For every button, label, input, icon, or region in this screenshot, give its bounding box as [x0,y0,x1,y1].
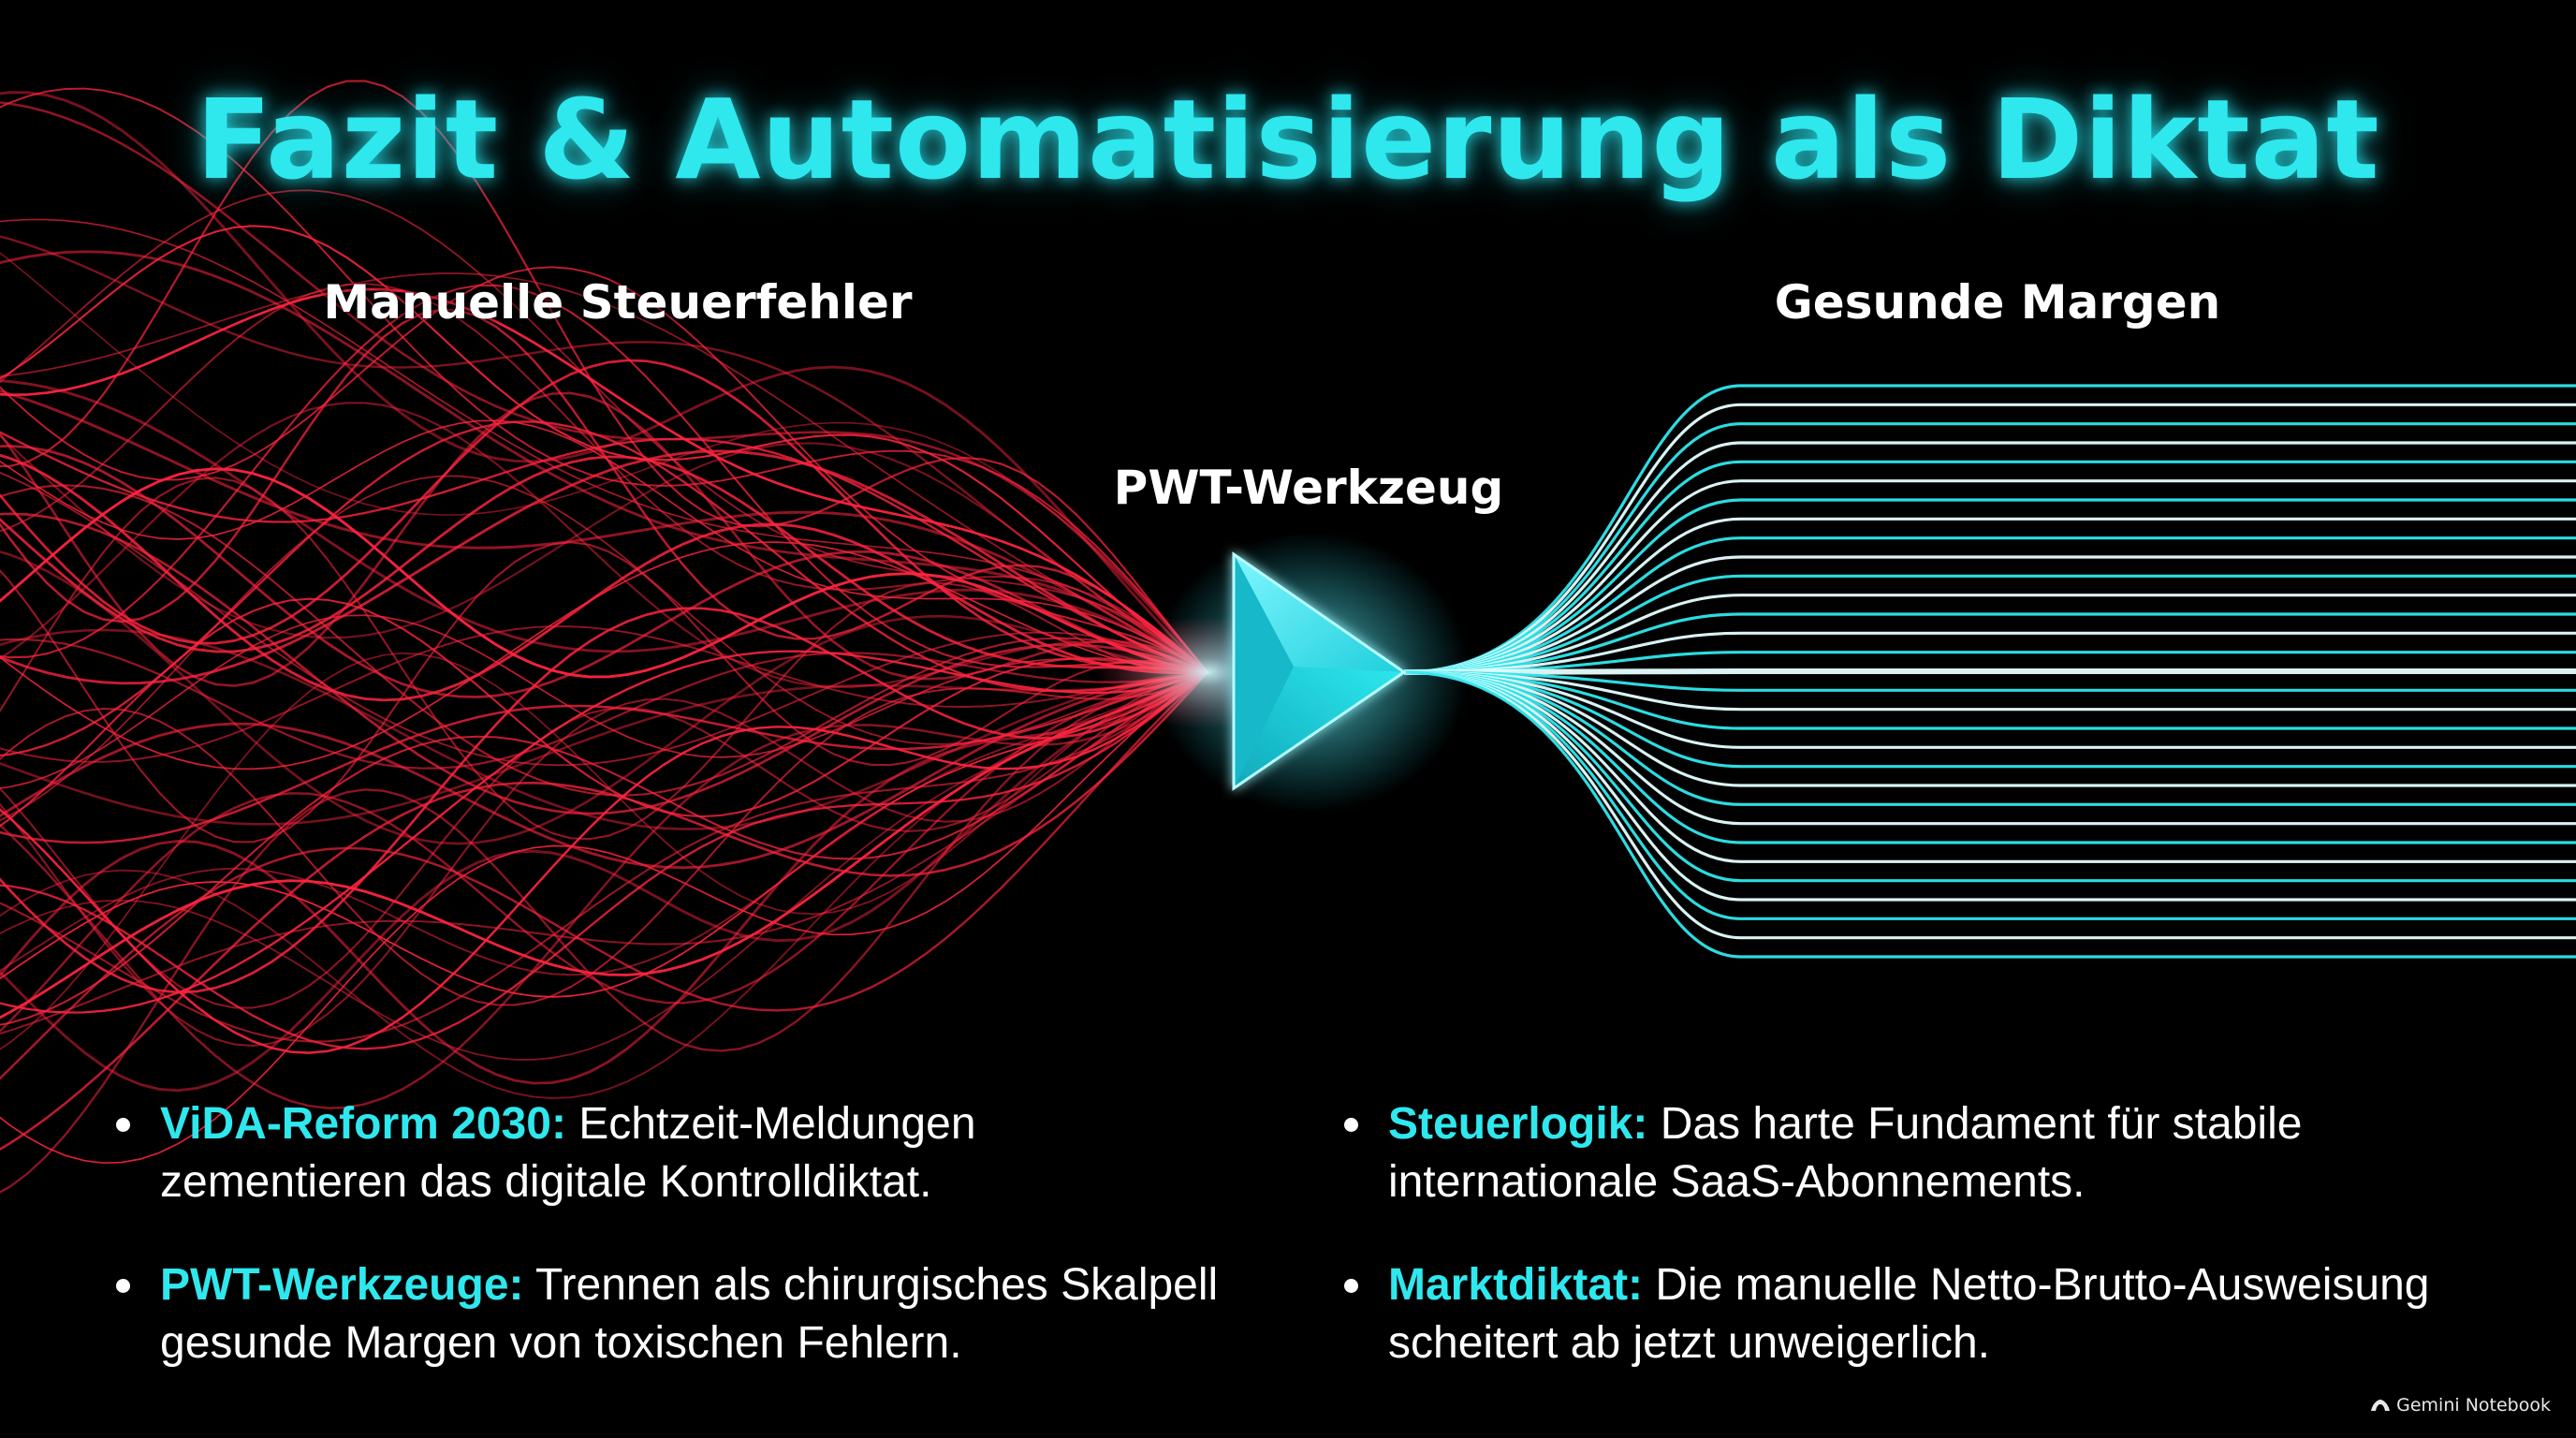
chaos-line [0,671,1208,1152]
chaos-line [0,671,1208,1109]
chaos-line [0,477,1208,841]
bullet-text: Trennen als chirurgisches Skalpell gesun… [160,1260,1219,1368]
prism-icon [1232,551,1407,791]
chaos-line [0,541,1208,844]
footer-brand-text: Gemini Notebook [2396,1395,2551,1416]
chaos-line [0,625,1208,763]
chaos-line [0,467,1208,679]
chaotic-red-lines [0,80,1208,1194]
chaos-line [0,287,1208,674]
chaos-line [0,251,1208,673]
chaos-line [0,671,1208,1050]
chaos-line [0,91,1208,674]
chaos-line [0,512,1208,815]
chaos-line [0,671,1208,976]
bullet-dot-icon [116,1118,130,1132]
chaos-line [0,402,1208,688]
bullet-dot-icon [116,1279,130,1293]
order-line [1403,668,2576,675]
chaos-line [0,455,1208,674]
chaos-line [0,671,1208,1048]
bullet-term: PWT-Werkzeuge: [160,1260,524,1310]
bullet-text: Echtzeit-Meldungen zementieren das digit… [160,1099,976,1207]
bullet-term: Steuerlogik: [1388,1099,1648,1149]
chaos-line [0,391,1208,687]
order-line [1403,670,2576,959]
left-bullet-list: ViDA-Reform 2030: Echtzeit-Meldungen zem… [116,1095,1221,1417]
chaos-line [0,359,1208,674]
chaos-line [0,453,1208,702]
bullet-item: PWT-Werkzeuge: Trennen als chirurgisches… [116,1256,1221,1372]
bullet-item: ViDA-Reform 2030: Echtzeit-Meldungen zem… [116,1095,1221,1211]
chaos-line [0,283,1208,673]
chaos-line [0,671,1208,1035]
chaos-label: Manuelle Steuerfehler [323,275,913,330]
chaos-line [0,80,1208,673]
bullet-dot-icon [1344,1279,1358,1293]
chaos-line [0,671,1208,1006]
right-bullet-list: Steuerlogik: Das harte Fundament für sta… [1344,1095,2449,1417]
chaos-line [0,250,1208,674]
chaos-line [0,670,1208,844]
chaos-line [0,671,1208,1080]
order-line [1403,460,2576,674]
footer-brand: Gemini Notebook [2370,1395,2551,1416]
chaos-line [0,379,1208,674]
chaos-line [0,308,1208,673]
chaos-line [0,87,1208,673]
bullet-text: Das harte Fundament für stabile internat… [1388,1099,2303,1207]
chaos-line [0,671,1208,1100]
chaos-line [0,189,1208,673]
chaos-line [0,266,1208,673]
chaos-line [0,471,1208,767]
chaos-line [0,607,1208,994]
chaos-line [0,235,1208,673]
order-line [1403,670,2576,692]
chaos-line [0,670,1208,1085]
bullet-item: Steuerlogik: Das harte Fundament für sta… [1344,1095,2449,1211]
gemini-logo-icon [2371,1400,2391,1411]
order-line [1403,670,2576,883]
chaos-line [0,225,1208,673]
chaos-line [0,484,1208,797]
chaos-line [0,284,1208,673]
chaos-line [0,671,1208,1026]
bullet-dot-icon [1344,1118,1358,1132]
chaos-line [0,671,1208,1009]
chaos-line [0,272,1208,673]
bullet-term: ViDA-Reform 2030: [160,1099,566,1149]
tool-label: PWT-Werkzeug [1113,461,1504,515]
chaos-line [0,671,1208,1165]
chaos-line [0,101,1208,673]
chaos-line [0,670,1208,1033]
chaos-line [0,671,1208,998]
slide-title: Fazit & Automatisierung als Diktat [196,75,2380,204]
ordered-cyan-lines [1403,384,2576,959]
chaos-line [0,638,1208,770]
chaos-line [0,671,1208,1054]
chaos-line [0,652,1208,1050]
bullet-text: Die manuelle Netto-Brutto-Ausweisung sch… [1388,1260,2430,1368]
bullet-item: Marktdiktat: Die manuelle Netto-Brutto-A… [1344,1256,2449,1372]
chaos-line [0,650,1208,1014]
order-line [1403,384,2576,674]
result-label: Gesunde Margen [1774,275,2221,330]
chaos-line [0,671,1208,1043]
chaos-line [0,670,1208,1093]
bullet-term: Marktdiktat: [1388,1260,1644,1310]
